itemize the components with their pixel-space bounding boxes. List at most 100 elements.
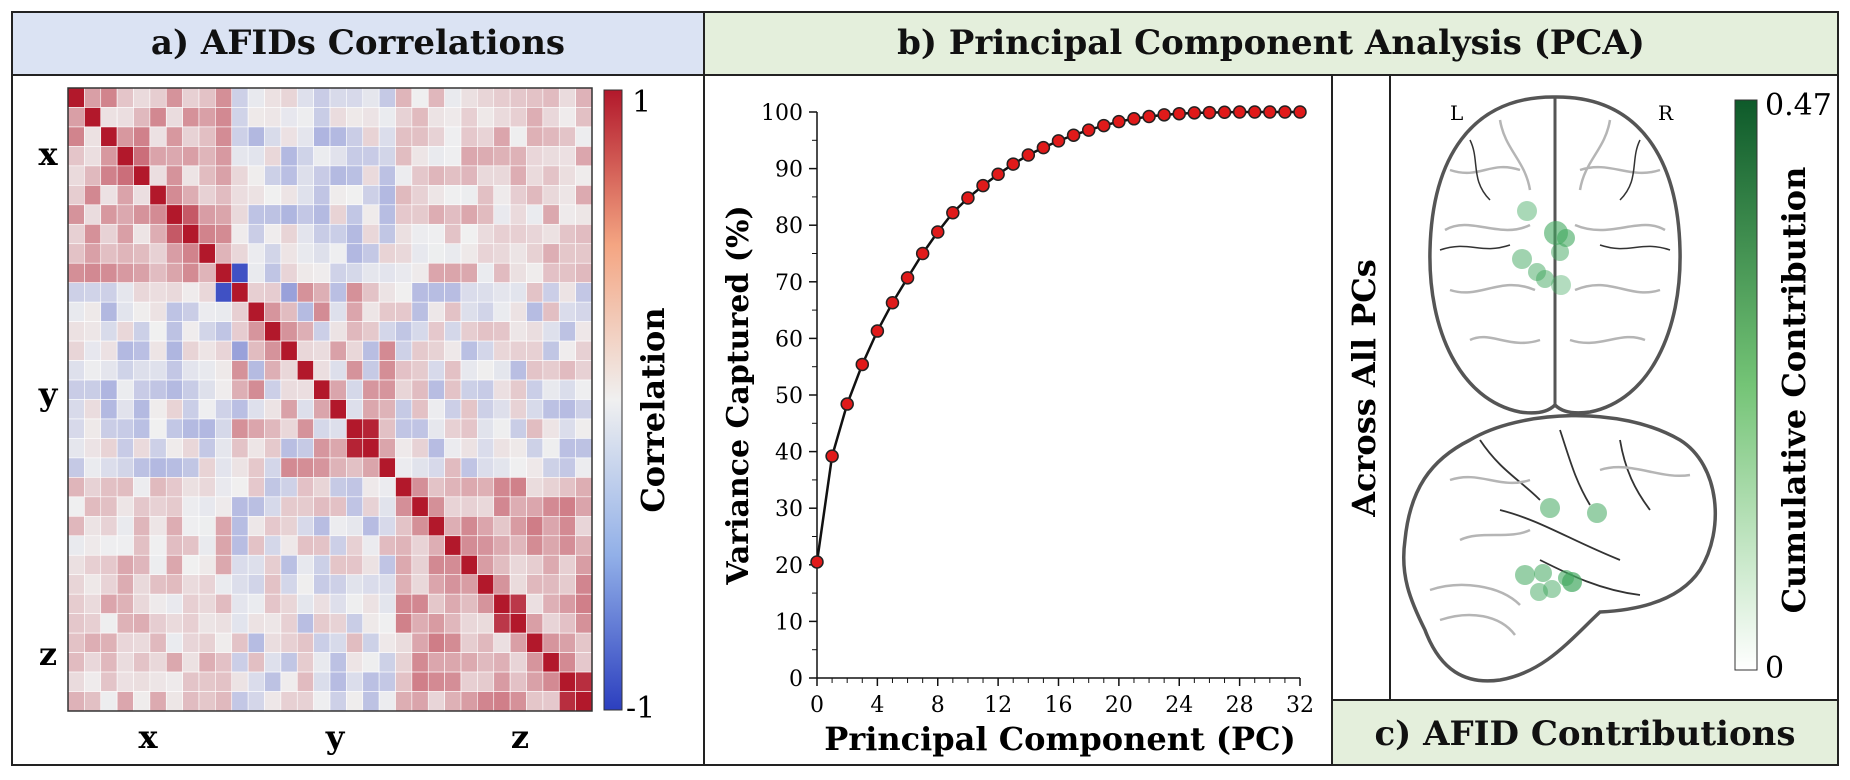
heatmap-cell <box>182 574 200 595</box>
heatmap-cell <box>329 87 347 108</box>
heatmap-cell <box>84 204 102 225</box>
heatmap-cell <box>395 321 413 342</box>
heatmap-cell <box>329 516 347 537</box>
heatmap-cell <box>558 107 576 128</box>
heatmap-cell <box>165 574 183 595</box>
heatmap-cell <box>264 399 282 420</box>
heatmap-cell <box>215 477 233 498</box>
heatmap-cell <box>67 496 85 517</box>
heatmap-cell <box>526 126 544 147</box>
heatmap-cell <box>526 282 544 303</box>
heatmap-cell <box>165 282 183 303</box>
heatmap-cell <box>346 593 364 614</box>
heatmap-cell <box>558 282 576 303</box>
heatmap-cell <box>149 477 167 498</box>
heatmap-cell <box>575 632 593 653</box>
heatmap-cell <box>411 399 429 420</box>
heatmap-cell <box>264 671 282 692</box>
heatmap-cell <box>133 204 151 225</box>
heatmap-cell <box>542 379 560 400</box>
heatmap-cell <box>231 652 249 673</box>
pca-y-tick-label: 70 <box>775 271 803 296</box>
heatmap-cell <box>509 223 527 245</box>
heatmap-cell <box>362 146 380 167</box>
heatmap-cell <box>378 418 396 439</box>
heatmap-cell <box>165 671 183 692</box>
heatmap-cell <box>542 243 560 264</box>
heatmap-cell <box>558 243 576 264</box>
heatmap-cell <box>313 379 331 400</box>
heatmap-cell <box>247 282 265 303</box>
heatmap-cell <box>313 574 331 595</box>
heatmap-cell <box>575 282 593 303</box>
heatmap-cell <box>133 593 151 614</box>
heatmap-cell <box>460 107 478 128</box>
heatmap-cell <box>542 126 560 147</box>
heatmap-cell <box>444 535 462 556</box>
heatmap-cell <box>313 535 331 556</box>
heatmap-cell <box>526 107 544 128</box>
heatmap-cell <box>67 379 85 400</box>
pca-y-tick-label: 30 <box>775 497 803 522</box>
heatmap-cell <box>526 379 544 400</box>
heatmap-cell <box>362 340 380 361</box>
heatmap-cell <box>493 535 511 556</box>
heatmap-cell <box>116 632 134 653</box>
heatmap-cell <box>477 301 495 322</box>
heatmap-cell <box>280 438 298 459</box>
heatmap-cell <box>313 418 331 439</box>
heatmap-cell <box>378 593 396 614</box>
heatmap-cell <box>247 457 265 478</box>
heatmap-cell <box>264 652 282 673</box>
heatmap-cell <box>477 516 495 537</box>
heatmap-cell <box>296 185 314 206</box>
heatmap-cell <box>215 671 233 692</box>
heatmap-cell <box>247 535 265 556</box>
heatmap-cell <box>149 262 167 283</box>
heatmap-cell <box>100 165 118 186</box>
heatmap-cell <box>149 204 167 225</box>
heatmap-cell <box>575 457 593 478</box>
heatmap-cell <box>477 126 495 147</box>
heatmap-cell <box>427 399 445 420</box>
heatmap-cell <box>84 243 102 264</box>
heatmap-cell <box>198 146 216 167</box>
pca-data-point <box>1157 108 1171 122</box>
heatmap-cell <box>346 340 364 361</box>
heatmap-cell <box>100 554 118 576</box>
heatmap-cell <box>100 223 118 245</box>
heatmap-cell <box>84 360 102 381</box>
heatmap-cell <box>215 535 233 556</box>
heatmap-cell <box>264 87 282 108</box>
heatmap-cell <box>460 496 478 517</box>
heatmap-cell <box>427 223 445 245</box>
heatmap-cell <box>395 691 413 712</box>
heatmap-cell <box>100 262 118 283</box>
heatmap-cell <box>460 282 478 303</box>
heatmap-cell <box>84 399 102 420</box>
heatmap-cell <box>165 593 183 614</box>
heatmap-cell <box>493 262 511 283</box>
heatmap-cell <box>182 204 200 225</box>
heatmap-cell <box>477 340 495 361</box>
heatmap-cell <box>427 204 445 225</box>
heatmap-cell <box>67 321 85 342</box>
heatmap-cell <box>493 185 511 206</box>
heatmap-cell <box>67 516 85 537</box>
heatmap-cell <box>575 223 593 245</box>
heatmap-cell <box>149 691 167 712</box>
heatmap-cell <box>116 321 134 342</box>
heatmap-cell <box>231 165 249 186</box>
heatmap-cell <box>313 554 331 576</box>
heatmap-cell <box>509 146 527 167</box>
heatmap-cell <box>198 321 216 342</box>
heatmap-cell <box>67 554 85 576</box>
pca-x-tick-label: 24 <box>1165 693 1193 718</box>
panel-c: c) AFID Contributions Across All PCs L R <box>1331 74 1839 766</box>
heatmap-cell <box>362 185 380 206</box>
heatmap-cell <box>558 574 576 595</box>
heatmap-cell <box>575 321 593 342</box>
heatmap-cell <box>444 340 462 361</box>
heatmap-cell <box>165 107 183 128</box>
heatmap-cell <box>116 613 134 634</box>
